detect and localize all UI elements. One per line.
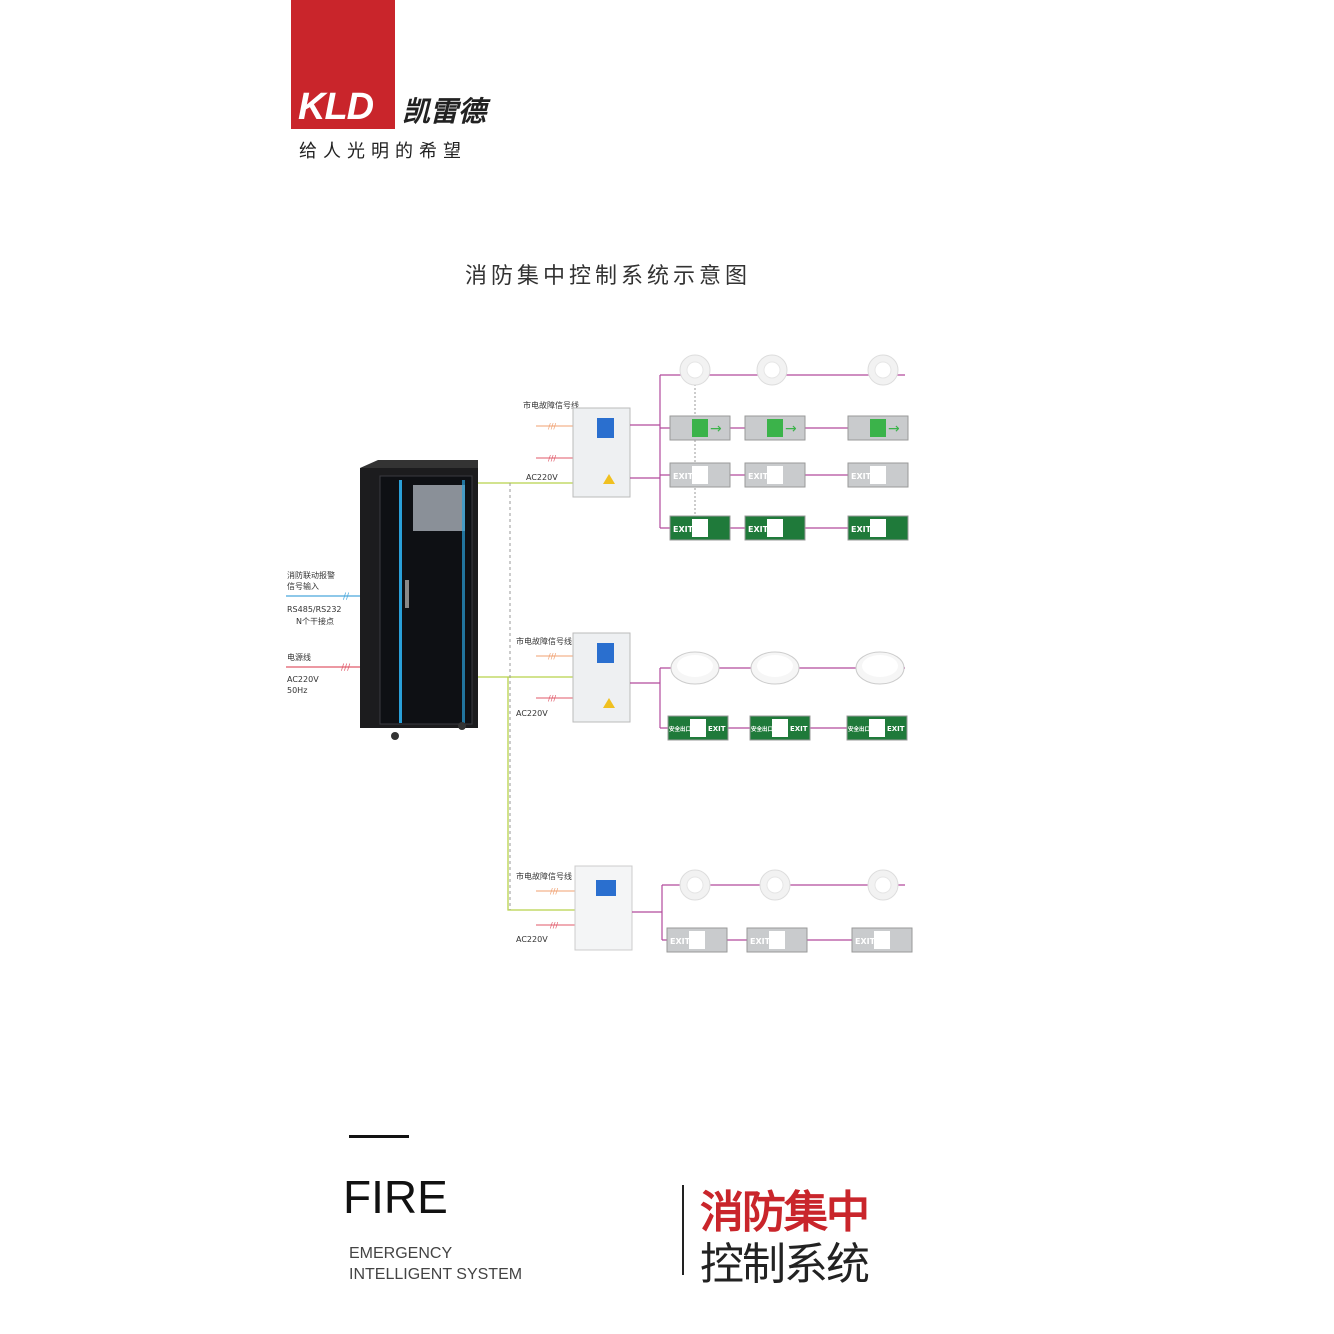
silver-sign: EXIT (669, 462, 731, 488)
safe-exit-text: 安全出口 (848, 725, 870, 733)
exit-text: EXIT (670, 937, 691, 946)
arrow-sign: → (669, 415, 731, 441)
footer-title: FIRE (343, 1171, 448, 1223)
arrow-sign: → (847, 415, 909, 441)
divider (682, 1185, 684, 1275)
fire-input-label2: 信号输入 (287, 581, 319, 591)
logo-text: KLD (298, 86, 374, 128)
fault-signal-label: 市电故障信号线 (523, 400, 579, 410)
svg-text:→: → (888, 421, 900, 437)
fixtures: → → → EXIT EXIT EXIT EXIT EXIT EXIT 安全出口 EXIT 安全出口 E… (666, 354, 913, 953)
safe-exit-sign: 安全出口 EXIT (749, 715, 811, 741)
ceiling-light (867, 354, 899, 386)
exit-text: EXIT (750, 937, 771, 946)
silver-sign: EXIT (666, 927, 728, 953)
exit-text: EXIT (855, 937, 876, 946)
exit-text: EXIT (851, 525, 872, 534)
decor-bar (349, 1135, 409, 1138)
silver-sign: EXIT (746, 927, 808, 953)
footer-cn-line1: 消防集中 (700, 1187, 870, 1238)
exit-text: EXIT (708, 725, 726, 733)
voltage-label: AC220V (516, 935, 548, 944)
svg-text:///: /// (550, 887, 558, 896)
group-2: 市电故障信号线 /// /// AC220V (516, 632, 631, 723)
downlight (670, 651, 720, 685)
voltage-label: AC220V (287, 675, 319, 684)
logo-block (291, 0, 395, 129)
contacts-label: N个干接点 (296, 616, 334, 626)
group-3: 市电故障信号线 /// /// AC220V (516, 865, 633, 951)
voltage-label: AC220V (526, 473, 558, 482)
power-label: 电源线 (287, 652, 311, 662)
svg-text:→: → (710, 421, 722, 437)
brand-name: 凯雷德 (402, 95, 487, 128)
group-1: 市电故障信号线 /// /// AC220V (523, 400, 631, 498)
downlight (855, 651, 905, 685)
ceiling-light (867, 869, 899, 901)
exit-text: EXIT (887, 725, 905, 733)
break-mark: /// (341, 663, 351, 673)
distribution-box (572, 407, 631, 498)
silver-sign: EXIT (744, 462, 806, 488)
safe-exit-text: 安全出口 (751, 725, 773, 733)
svg-text:///: /// (548, 694, 556, 703)
fault-signal-label: 市电故障信号线 (516, 871, 572, 881)
ceiling-light (679, 869, 711, 901)
fire-input-label: 消防联动报警 (287, 570, 335, 580)
svg-text:///: /// (548, 422, 556, 431)
exit-text: EXIT (673, 472, 694, 481)
voltage-label: AC220V (516, 709, 548, 718)
downlight (750, 651, 800, 685)
diagram-title: 消防集中控制系统示意图 (464, 264, 751, 289)
svg-text:→: → (785, 421, 797, 437)
green-sign: EXIT (847, 515, 909, 541)
footer-sub2: INTELLIGENT SYSTEM (349, 1266, 523, 1283)
silver-sign: EXIT (851, 927, 913, 953)
control-cabinet (360, 460, 478, 740)
ceiling-light (679, 354, 711, 386)
exit-text: EXIT (748, 472, 769, 481)
fault-signal-label: 市电故障信号线 (516, 636, 572, 646)
break-mark: // (343, 592, 350, 602)
green-sign: EXIT (669, 515, 731, 541)
safe-exit-sign: 安全出口 EXIT (667, 715, 729, 741)
svg-text:///: /// (548, 652, 556, 661)
exit-text: EXIT (790, 725, 808, 733)
ceiling-light (759, 869, 791, 901)
svg-text:///: /// (550, 921, 558, 930)
comm-label: RS485/RS232 (287, 605, 342, 614)
svg-text:///: /// (548, 454, 556, 463)
exit-text: EXIT (748, 525, 769, 534)
footer-cn-line2: 控制系统 (700, 1239, 870, 1290)
green-sign: EXIT (744, 515, 806, 541)
brand-slogan: 给人光明的希望 (299, 141, 467, 162)
power-bus (478, 482, 575, 911)
arrow-sign: → (744, 415, 806, 441)
safe-exit-sign: 安全出口 EXIT (846, 715, 908, 741)
safe-exit-text: 安全出口 (669, 725, 691, 733)
silver-sign: EXIT (847, 462, 909, 488)
exit-text: EXIT (673, 525, 694, 534)
ceiling-light (756, 354, 788, 386)
exit-text: EXIT (851, 472, 872, 481)
distribution-box (574, 865, 633, 951)
freq-label: 50Hz (287, 686, 307, 695)
footer-sub1: EMERGENCY (349, 1245, 453, 1262)
